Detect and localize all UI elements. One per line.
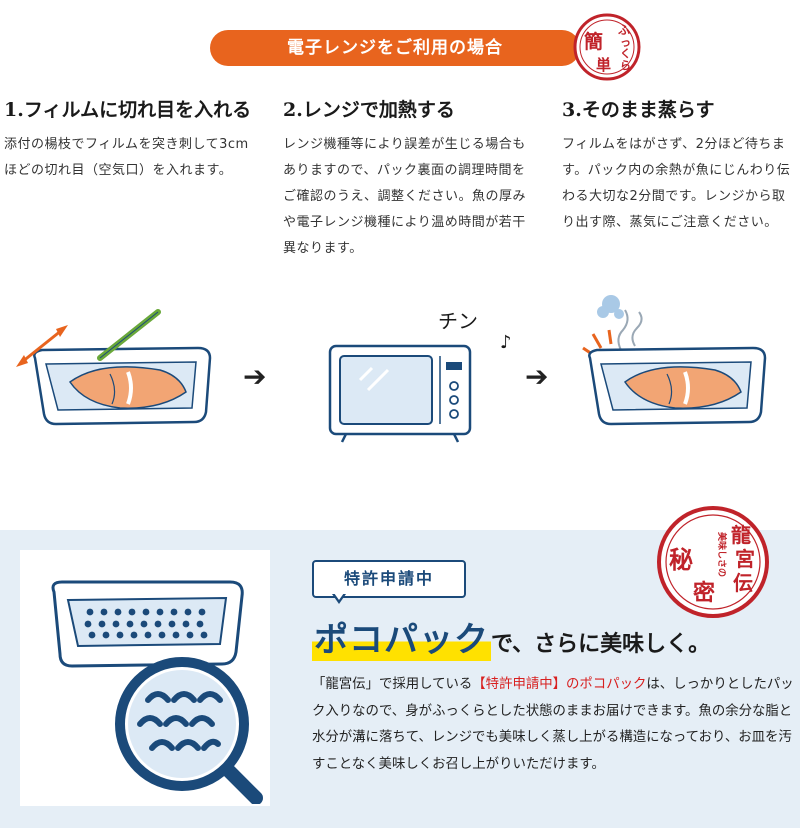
- stamp-char: 密: [693, 580, 715, 606]
- usage-banner: 電子レンジをご利用の場合: [210, 30, 580, 66]
- tray-cut-film-illustration: [16, 309, 212, 426]
- pokopack-name: ポコパック: [312, 612, 491, 661]
- microwave-sound: チン: [438, 309, 478, 333]
- step-2: 2.レンジで加熱する レンジ機種等により誤差が生じる場合もありますので、パック裏…: [283, 95, 535, 262]
- step-2-body: レンジ機種等により誤差が生じる場合もありますので、パック裏面の調理時間をご確認の…: [283, 137, 527, 256]
- microwave-illustration: チン ♪: [328, 309, 512, 443]
- step-3-body: フィルムをはがさず、2分ほど待ちます。パック内の余熱が魚にじんわり伝わる大切な2…: [562, 137, 791, 230]
- stamp-char: 伝: [733, 571, 753, 595]
- patent-pending-badge: 特許申請中: [312, 560, 466, 598]
- pokopack-description: 「龍宮伝」で採用している【特許申請中】のポコパックは、しっかりとしたパック入りな…: [312, 672, 798, 778]
- stamp-char: っ: [620, 36, 631, 49]
- step-3: 3.そのまま蒸らす フィルムをはがさず、2分ほど待ちます。パック内の余熱が魚にじ…: [562, 95, 798, 236]
- easy-stamp: ふ っ く ら 簡 単: [573, 13, 641, 81]
- stamp-char: 簡: [584, 30, 603, 53]
- step-2-title: 2.レンジで加熱する: [283, 99, 455, 121]
- next-arrow-icon: ➔: [525, 360, 549, 393]
- stamp-char: く: [620, 47, 631, 60]
- music-note-icon: ♪: [500, 332, 512, 353]
- stamp-char: 単: [596, 56, 611, 74]
- stamp-char: ら: [620, 59, 631, 72]
- stamp-small-text: 美味しさの: [716, 532, 728, 577]
- pokopack-tray-magnifier-illustration: [51, 580, 263, 804]
- pokopack-headline: ポコパックで、さらに美味しく。: [312, 612, 710, 662]
- stamp-char: 秘: [669, 545, 693, 574]
- headline-rest: で、さらに美味しく。: [491, 632, 711, 657]
- stamp-char: ふ: [618, 23, 630, 37]
- step-1-title: 1.フィルムに切れ目を入れる: [4, 99, 252, 121]
- tray-steaming-illustration: [582, 295, 767, 426]
- badge-tail-inner: [334, 593, 344, 600]
- next-arrow-icon: ➔: [243, 360, 267, 393]
- step-1: 1.フィルムに切れ目を入れる 添付の楊枝でフィルムを突き刺して3cmほどの切れ目…: [4, 95, 254, 184]
- step-1-body: 添付の楊枝でフィルムを突き刺して3cmほどの切れ目（空気口）を入れます。: [4, 137, 249, 178]
- stamp-char: 龍: [731, 523, 751, 547]
- secret-stamp: 龍 宮 伝 秘 密 美味しさの: [657, 506, 769, 618]
- stamp-char: 宮: [735, 547, 755, 571]
- desc-red-highlight: 【特許申請中】のポコパック: [472, 677, 647, 692]
- step-3-title: 3.そのまま蒸らす: [562, 99, 715, 121]
- desc-part-1: 「龍宮伝」で採用している: [312, 677, 473, 692]
- desc-part-2: は、しっかりとしたパック入りなので、身がふっくらとした状態のままお届けできます。…: [312, 677, 794, 772]
